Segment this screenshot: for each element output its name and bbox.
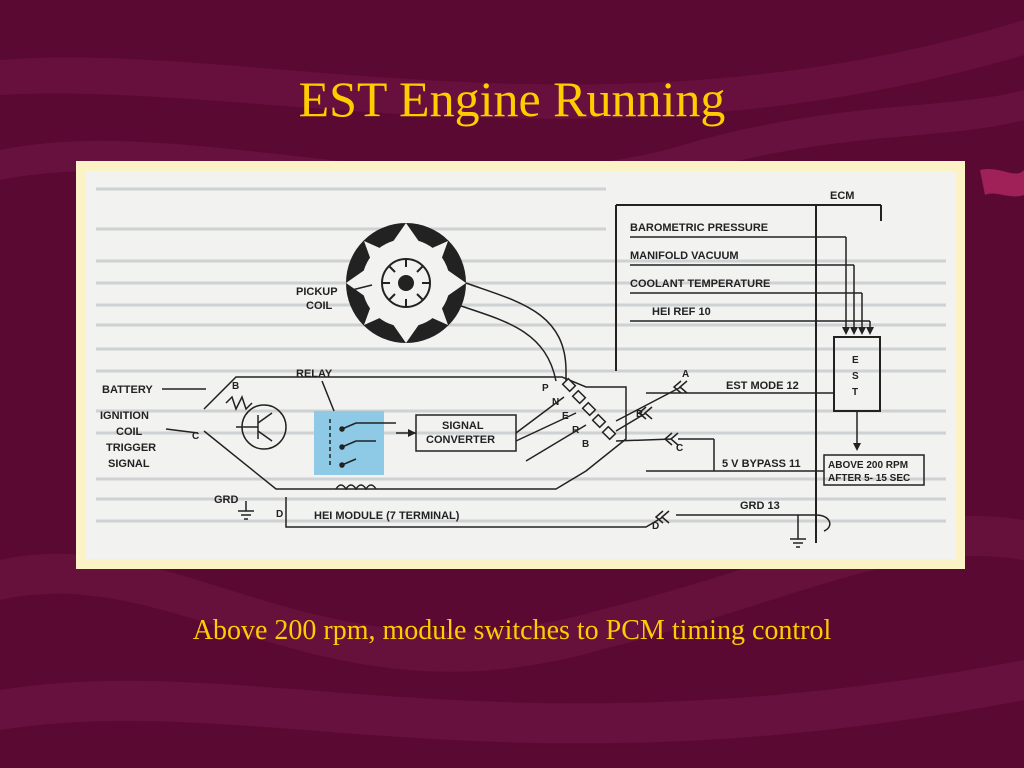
relay-label: RELAY: [296, 368, 333, 380]
ignition-label-2: COIL: [116, 426, 143, 438]
hei-d-label: D: [276, 509, 283, 520]
coil-inductor: [335, 484, 377, 491]
timer-line-2: AFTER 5- 15 SEC: [828, 473, 910, 484]
resistor: [225, 395, 253, 411]
terminal-wires: [515, 386, 682, 462]
ignition-label-3: TRIGGER: [106, 442, 156, 454]
hei-module-label: HEI MODULE (7 TERMINAL): [314, 510, 460, 522]
connector-c: C: [676, 443, 683, 454]
terminal-e: E: [562, 411, 569, 422]
hei-module-outline: [203, 376, 627, 490]
est-letter-e: E: [852, 355, 859, 366]
est-wiring-diagram: ECM BAROMETRIC PRESSURE MANIFOLD VACUUM …: [86, 171, 956, 559]
terminal-b: B: [582, 439, 589, 450]
distributor-rotor: [346, 223, 466, 343]
signal-converter-line-1: SIGNAL: [442, 420, 484, 432]
signal-converter-line-2: CONVERTER: [426, 434, 495, 446]
connector-b: B: [636, 409, 643, 420]
input-coolant: COOLANT TEMPERATURE: [630, 278, 770, 290]
grd13-line: [676, 514, 831, 532]
relay-pointer: [321, 380, 335, 412]
ecm-box: [615, 204, 882, 543]
pickup-wires: [457, 282, 567, 382]
pickup-label-1: PICKUP: [296, 286, 338, 298]
relay-highlight: [314, 411, 384, 475]
terminal-strip: [561, 377, 617, 441]
est-letter-s: S: [852, 371, 859, 382]
hei-b-label: B: [232, 381, 239, 392]
relay-contacts: [329, 419, 396, 468]
pickup-label-2: COIL: [306, 300, 333, 312]
ignition-line: [165, 428, 199, 434]
terminal-p: P: [542, 383, 549, 394]
ground-icon: [238, 510, 254, 520]
connector-chevrons: [637, 380, 688, 524]
faded-page-text: [96, 187, 946, 523]
input-manifold: MANIFOLD VACUUM: [630, 250, 739, 262]
transistor-leads: [236, 412, 273, 442]
ignition-label-4: SIGNAL: [108, 458, 150, 470]
input-barometric: BAROMETRIC PRESSURE: [630, 222, 768, 234]
connector-a: A: [682, 369, 689, 380]
est-mode-label: EST MODE 12: [726, 380, 799, 392]
timer-box: [823, 454, 925, 486]
pickup-pointer: [347, 284, 373, 292]
bypass-label: 5 V BYPASS 11: [722, 458, 801, 470]
grd13-label: GRD 13: [740, 500, 780, 512]
connector-d: D: [652, 521, 659, 532]
grd-label: GRD: [214, 494, 239, 506]
input-lines: [630, 236, 871, 331]
ecm-ground-icon: [790, 538, 806, 548]
slide-title: EST Engine Running: [298, 71, 726, 127]
timer-arrowhead: [853, 443, 861, 451]
slide-caption: Above 200 rpm, module switches to PCM ti…: [192, 615, 832, 646]
converter-arrow: [408, 429, 416, 437]
input-hei-ref: HEI REF 10: [652, 306, 711, 318]
input-arrowheads: [842, 327, 874, 335]
timer-line-1: ABOVE 200 RPM: [828, 460, 908, 471]
ecm-label: ECM: [830, 190, 854, 202]
ignition-label-1: IGNITION: [100, 410, 149, 422]
est-letter-t: T: [852, 387, 858, 398]
wiring-diagram-svg: ECM BAROMETRIC PRESSURE MANIFOLD VACUUM …: [96, 187, 946, 548]
d-wire: [285, 497, 664, 528]
hei-c-label: C: [192, 431, 199, 442]
battery-label: BATTERY: [102, 384, 153, 396]
